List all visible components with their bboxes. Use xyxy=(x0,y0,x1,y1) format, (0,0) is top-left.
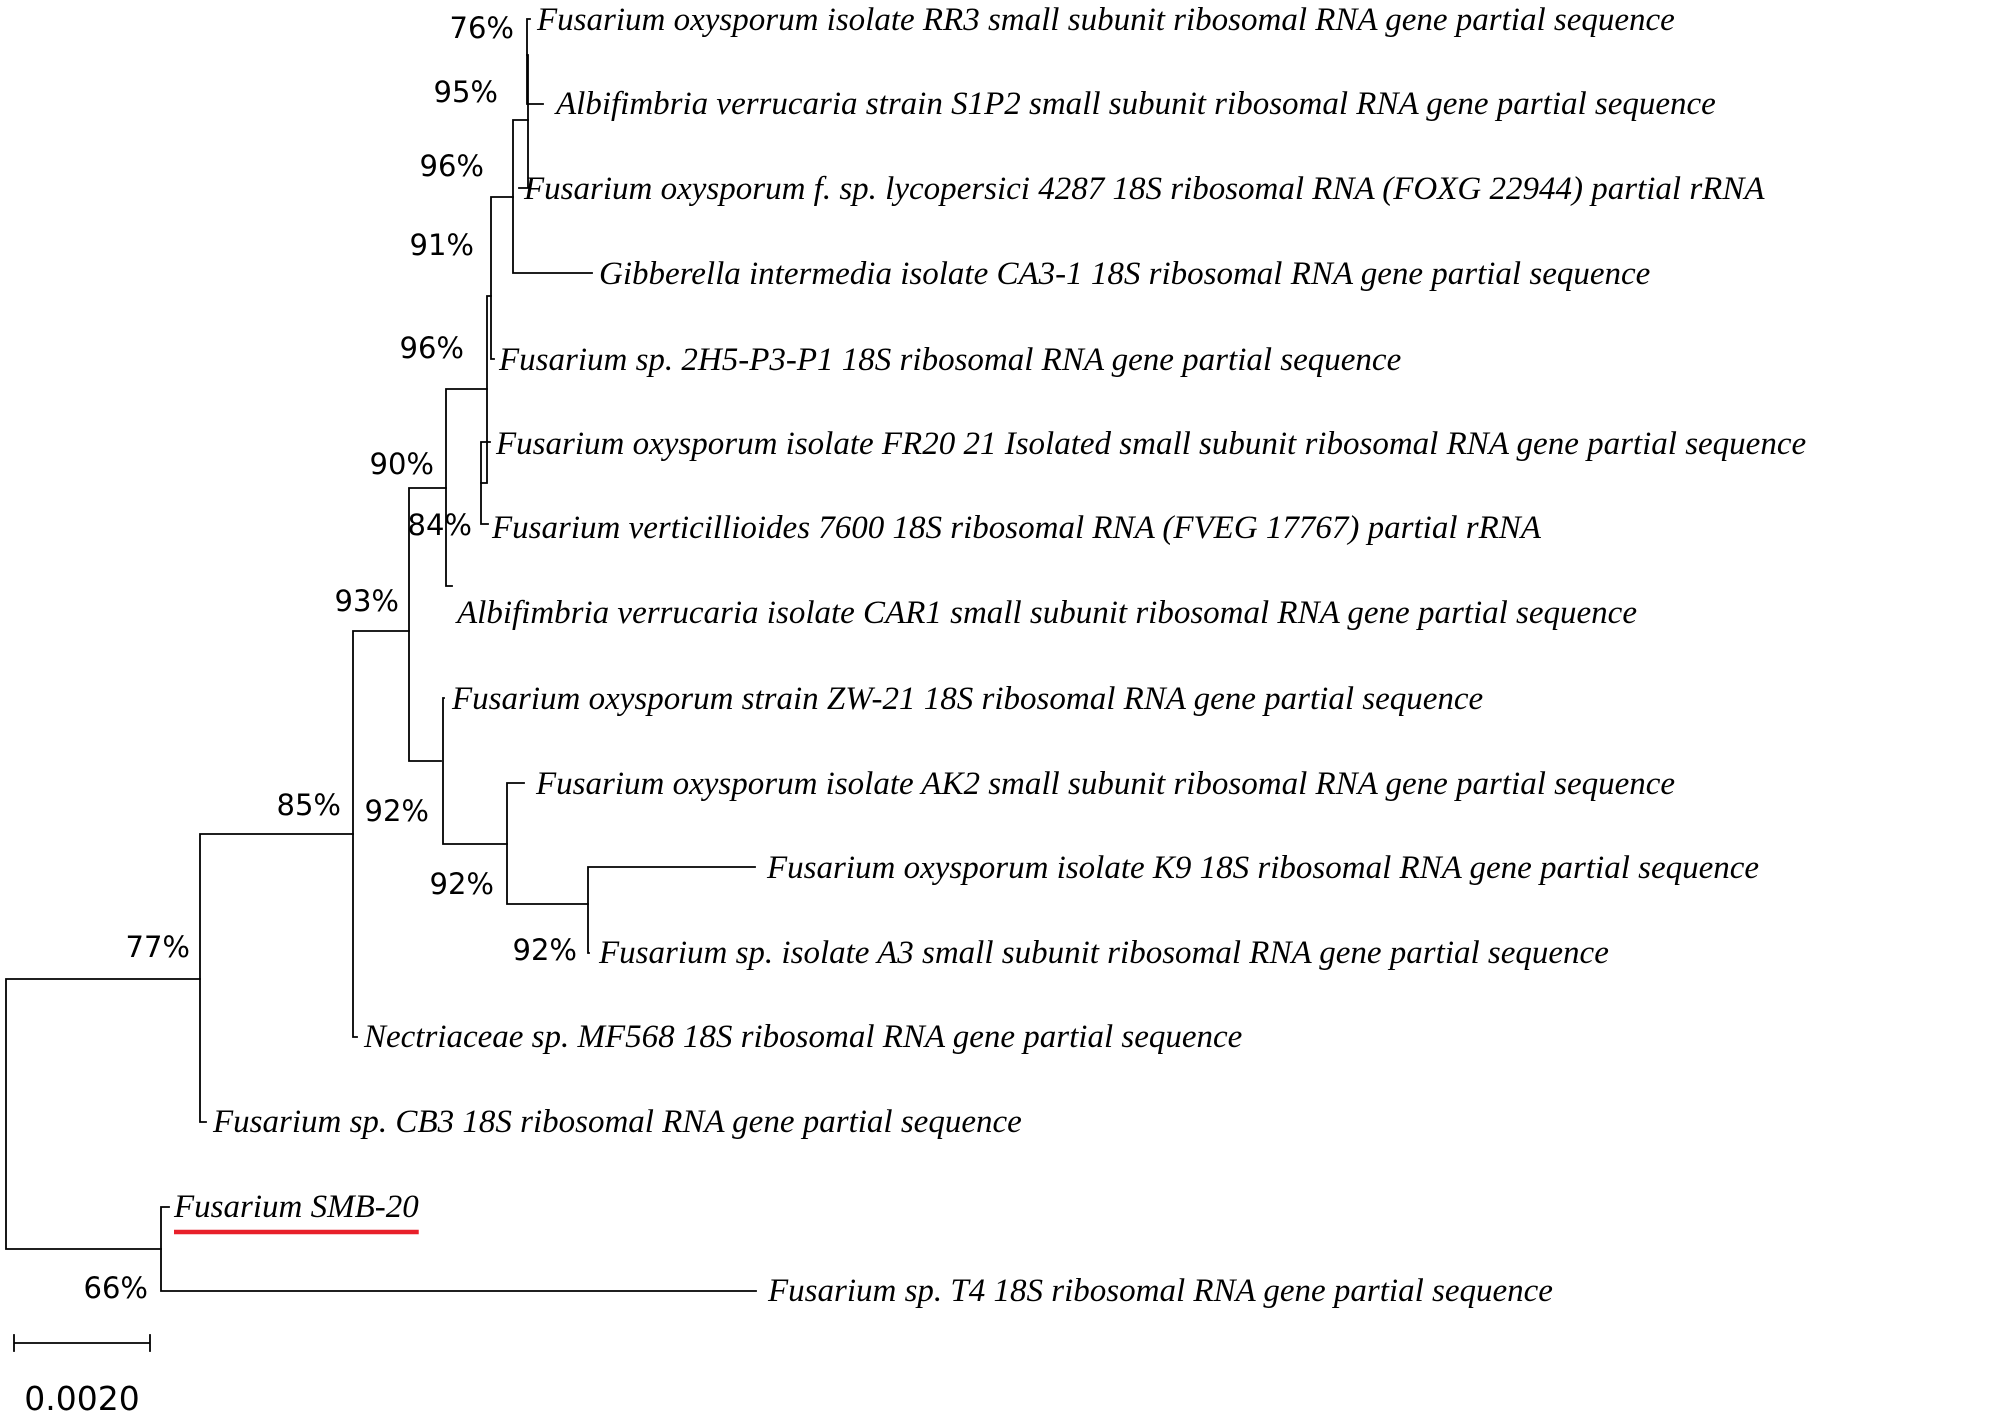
bootstrap-smb-t4: 66% xyxy=(84,1271,148,1305)
bootstrap-nectriaceae: 93% xyxy=(335,584,399,618)
bootstrap-rr3-s1p2: 76% xyxy=(450,11,514,45)
taxon-lycopersici: Fusarium oxysporum f. sp. lycopersici 42… xyxy=(523,171,1765,207)
branch-cb3 xyxy=(352,630,410,1038)
bootstrap-k9-a3: 92% xyxy=(513,933,577,967)
taxon-gibberella: Gibberella intermedia isolate CA3-1 18S … xyxy=(599,256,1650,292)
bootstrap-zw21: 92% xyxy=(365,794,429,828)
bootstrap-cb3: 85% xyxy=(277,788,341,822)
tree-branches xyxy=(5,18,757,1292)
branch-zw21 xyxy=(442,697,508,845)
taxon-s1p2: Albifimbria verrucaria strain S1P2 small… xyxy=(554,86,1716,122)
taxon-cb3: Fusarium sp. CB3 18S ribosomal RNA gene … xyxy=(212,1104,1022,1140)
branch-big-clade xyxy=(445,388,488,587)
taxon-t4: Fusarium sp. T4 18S ribosomal RNA gene p… xyxy=(767,1273,1553,1309)
branch-gibberella xyxy=(512,119,593,274)
taxon-fr20: Fusarium oxysporum isolate FR20 21 Isola… xyxy=(495,426,1806,462)
taxon-mf568: Nectriaceae sp. MF568 18S ribosomal RNA … xyxy=(363,1019,1242,1055)
scale-bar-label: 0.0020 xyxy=(24,1379,139,1416)
bootstrap-gibberella: 96% xyxy=(420,149,484,183)
branch-root xyxy=(5,978,201,1250)
scale-bar: 0.0020 xyxy=(13,1334,151,1416)
branch-fr20-fveg xyxy=(480,441,491,525)
taxon-fveg: Fusarium verticillioides 7600 18S riboso… xyxy=(491,510,1542,546)
branch-k9-a3 xyxy=(587,866,756,954)
taxon-k9: Fusarium oxysporum isolate K9 18S riboso… xyxy=(766,850,1759,886)
taxon-ak2: Fusarium oxysporum isolate AK2 small sub… xyxy=(535,766,1675,802)
branch-smb-t4 xyxy=(160,1206,757,1292)
branch-ak2 xyxy=(506,782,589,905)
taxon-labels: Fusarium oxysporum isolate RR3 small sub… xyxy=(173,2,1806,1309)
bootstrap-lyco: 95% xyxy=(434,75,498,109)
branch-nectriaceae xyxy=(408,487,447,762)
bootstrap-main: 77% xyxy=(126,930,190,964)
taxon-2h5: Fusarium sp. 2H5-P3-P1 18S ribosomal RNA… xyxy=(498,342,1401,378)
taxon-a3: Fusarium sp. isolate A3 small subunit ri… xyxy=(598,935,1609,971)
branch-rr3-s1p2 xyxy=(526,18,544,105)
bootstrap-values: 76% 95% 96% 91% 96% 90% 84% 93% 85% 92% … xyxy=(84,11,577,1305)
bootstrap-car1: 96% xyxy=(400,331,464,365)
bootstrap-ak2: 92% xyxy=(430,867,494,901)
taxon-car1: Albifimbria verrucaria isolate CAR1 smal… xyxy=(455,595,1637,631)
taxon-rr3: Fusarium oxysporum isolate RR3 small sub… xyxy=(536,2,1675,38)
bootstrap-big-clade: 90% xyxy=(370,447,434,481)
taxon-zw21: Fusarium oxysporum strain ZW-21 18S ribo… xyxy=(451,681,1483,717)
bootstrap-fr20-fveg: 84% xyxy=(408,508,472,542)
branch-h5 xyxy=(490,196,514,360)
bootstrap-h5: 91% xyxy=(410,228,474,262)
taxon-smb20: Fusarium SMB-20 xyxy=(173,1189,419,1225)
scale-bar-line xyxy=(13,1334,151,1352)
branch-main xyxy=(199,833,354,1123)
